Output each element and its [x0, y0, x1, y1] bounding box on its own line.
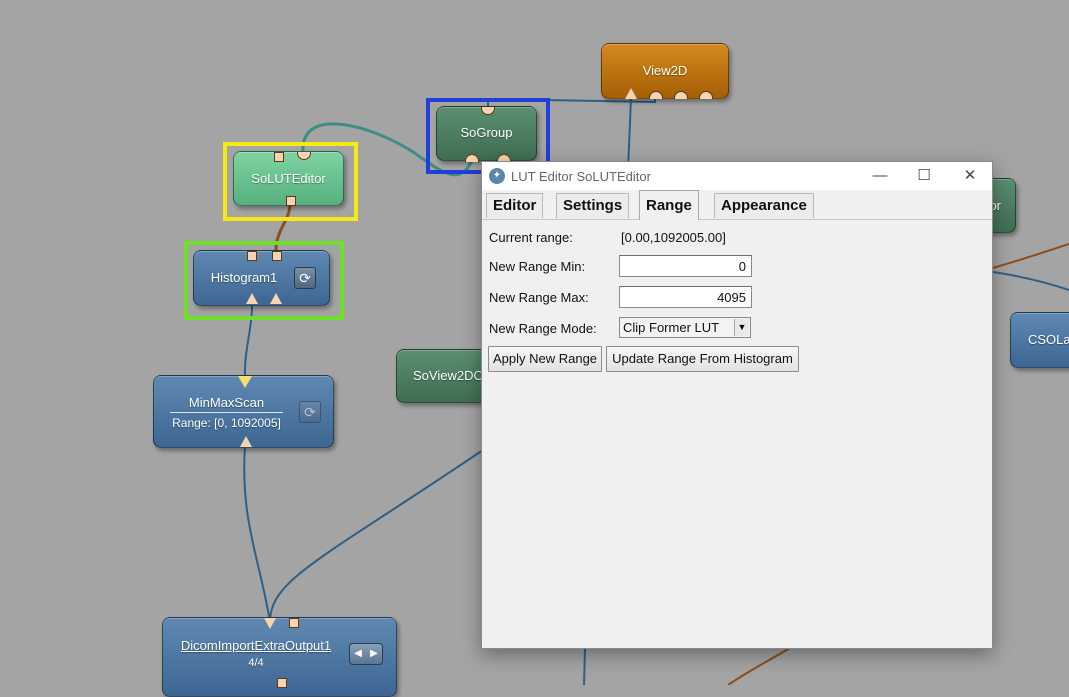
range-min-label: New Range Min: — [489, 259, 586, 274]
port-input[interactable] — [247, 251, 257, 261]
port-output[interactable] — [297, 152, 311, 160]
tab-range[interactable]: Range — [639, 190, 699, 220]
port-input[interactable] — [649, 91, 663, 99]
chevron-right-icon[interactable]: ▶ — [370, 648, 378, 659]
port-input[interactable] — [274, 152, 284, 162]
divider — [170, 412, 283, 413]
module-title: Histogram1 — [210, 270, 278, 285]
range-mode-label: New Range Mode: — [489, 321, 597, 336]
range-mode-select[interactable]: Clip Former LUT ▼ — [619, 317, 751, 338]
module-title: MinMaxScan — [188, 395, 265, 410]
port-input[interactable] — [674, 91, 688, 99]
port-input[interactable] — [497, 154, 511, 162]
connection-dicom-soview — [269, 449, 484, 623]
close-icon[interactable]: ✕ — [963, 167, 977, 184]
module-title: DicomImportExtraOutput1 — [180, 638, 332, 653]
divider — [482, 219, 992, 220]
maximize-icon[interactable]: ☐ — [917, 167, 931, 184]
tab-editor[interactable]: Editor — [486, 193, 544, 218]
port-input[interactable] — [264, 618, 276, 629]
lut-editor-dialog: ✦ LUT Editor SoLUTEditor — ☐ ✕ Editor Se… — [481, 161, 993, 649]
module-title: SoGroup — [460, 125, 513, 140]
range-max-field[interactable]: 4095 — [619, 286, 752, 308]
apply-new-range-button[interactable]: Apply New Range — [488, 346, 602, 372]
update-range-from-histogram-button[interactable]: Update Range From Histogram — [606, 346, 799, 372]
current-range-value: [0.00,1092005.00] — [621, 230, 726, 245]
port-output[interactable] — [270, 293, 282, 304]
window-title: LUT Editor SoLUTEditor — [511, 169, 651, 184]
port-output[interactable] — [481, 107, 495, 115]
connection-lut-sogroup — [301, 122, 475, 177]
module-title: SoView2DO — [413, 368, 484, 383]
module-view2d[interactable]: View2D — [601, 43, 729, 99]
connection-bottom-blue — [583, 647, 586, 685]
port-input[interactable] — [272, 251, 282, 261]
port-output[interactable] — [277, 678, 287, 688]
module-soview2d[interactable]: SoView2DO — [396, 349, 496, 403]
module-subtitle: Range: [0, 1092005] — [172, 416, 281, 430]
minimize-icon[interactable]: — — [872, 167, 888, 184]
chevron-left-icon[interactable]: ◀ — [354, 648, 362, 659]
dropdown-arrow-icon[interactable]: ▼ — [734, 319, 749, 336]
port-output[interactable] — [240, 436, 252, 447]
tab-bar: Editor Settings Range Appearance — [482, 190, 992, 220]
module-csola[interactable]: CSOLa — [1010, 312, 1069, 368]
title-bar[interactable]: ✦ LUT Editor SoLUTEditor — ☐ ✕ — [482, 162, 992, 190]
app-icon: ✦ — [489, 168, 505, 184]
range-mode-value: Clip Former LUT — [623, 320, 720, 335]
tab-settings[interactable]: Settings — [556, 193, 630, 218]
range-max-label: New Range Max: — [489, 290, 589, 305]
port-input[interactable] — [238, 376, 252, 388]
module-title: SoLUTEditor — [251, 171, 326, 186]
module-dicom-import[interactable]: DicomImportExtraOutput1 4/4 ◀ ▶ — [162, 617, 397, 697]
module-title: CSOLa — [1028, 332, 1069, 347]
connection-minmax-dicom — [243, 445, 271, 623]
pager-control[interactable]: ◀ ▶ — [349, 643, 383, 665]
refresh-icon[interactable]: ⟳ — [294, 267, 316, 289]
module-title: or — [989, 198, 1001, 213]
connection-view2d-down — [627, 97, 632, 171]
module-histogram[interactable]: Histogram1 ⟳ — [193, 250, 330, 306]
port-input[interactable] — [699, 91, 713, 99]
connection-lut-histogram — [274, 203, 292, 251]
port-output[interactable] — [246, 293, 258, 304]
port-output[interactable] — [286, 196, 296, 206]
range-min-field[interactable]: 0 — [619, 255, 752, 277]
module-title: View2D — [642, 63, 688, 78]
connection-right-2 — [992, 271, 1069, 291]
module-minmaxscan[interactable]: MinMaxScan Range: [0, 1092005] ⟳ — [153, 375, 334, 448]
connection-histogram-minmax — [243, 305, 253, 379]
connection-right-1 — [992, 243, 1069, 269]
port-input[interactable] — [289, 618, 299, 628]
refresh-icon[interactable]: ⟳ — [299, 401, 321, 423]
tab-appearance[interactable]: Appearance — [714, 193, 814, 218]
module-solut-editor[interactable]: SoLUTEditor — [233, 151, 344, 206]
module-sogroup[interactable]: SoGroup — [436, 106, 537, 162]
port-input[interactable] — [625, 88, 637, 99]
connection-bottom-brown — [727, 647, 791, 685]
module-subtitle: 4/4 — [248, 657, 264, 669]
current-range-label: Current range: — [489, 230, 573, 245]
port-input[interactable] — [465, 154, 479, 162]
